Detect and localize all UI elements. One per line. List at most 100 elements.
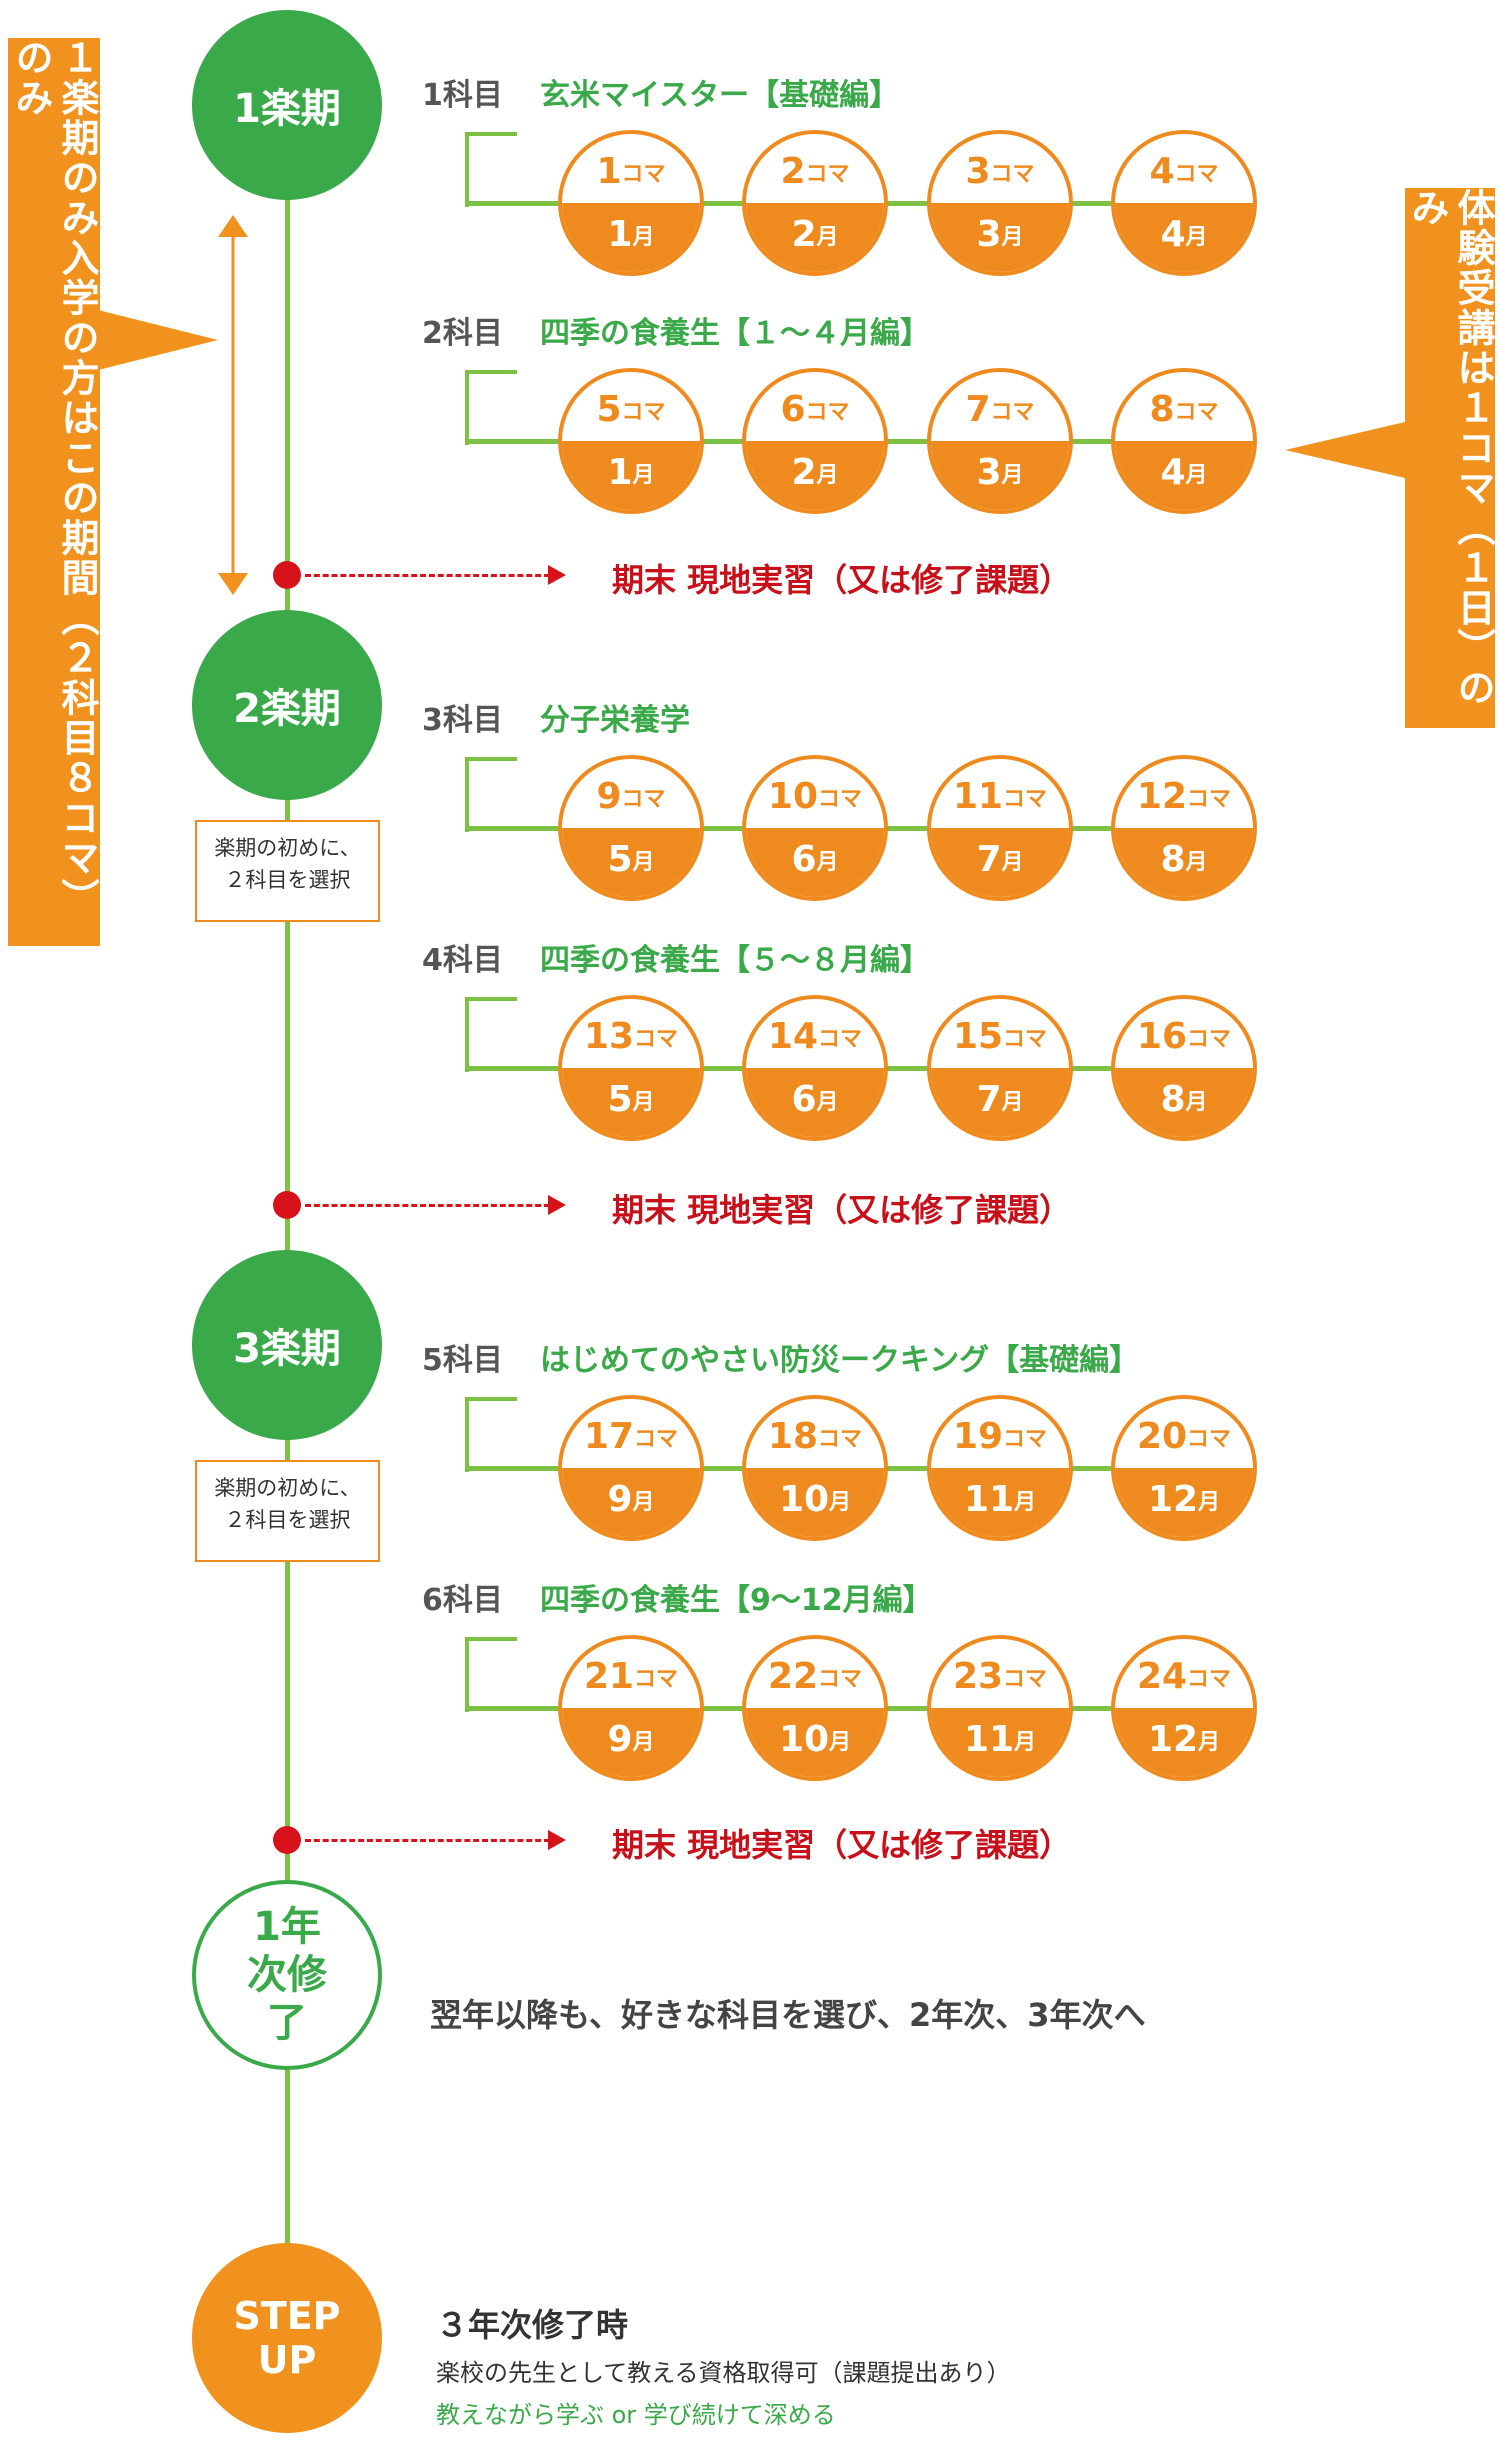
term-circle: 3楽期 (192, 1250, 382, 1440)
koma-number: 20 (1136, 1416, 1188, 1457)
month-suffix: 月 (632, 1489, 655, 1515)
koma-suffix: コマ (1187, 786, 1232, 812)
subject-bracket (465, 757, 517, 832)
koma-number: 19 (952, 1416, 1004, 1457)
koma-suffix: コマ (1003, 1026, 1048, 1052)
month-suffix: 月 (1001, 462, 1024, 488)
completion-label: 1年次修了 (247, 1904, 327, 2046)
term-label: 1楽期 (233, 86, 341, 132)
month-suffix: 月 (632, 1089, 655, 1115)
subject-number: 1科目 (422, 78, 503, 113)
month-number: 3 (976, 214, 1002, 255)
term-end-dash (305, 1204, 550, 1207)
month-suffix: 月 (1185, 224, 1208, 250)
month-number: 4 (1160, 214, 1186, 255)
koma-number: 16 (1136, 1016, 1188, 1057)
month-suffix: 月 (1001, 1089, 1024, 1115)
subject-number: 4科目 (422, 943, 503, 978)
month-suffix: 月 (829, 1489, 852, 1515)
koma-suffix: コマ (1003, 786, 1048, 812)
koma-suffix: コマ (1174, 399, 1219, 425)
month-number: 2 (791, 214, 817, 255)
right-banner: 体験受講は１コマ（１日）のみ (1405, 188, 1495, 728)
month-suffix: 月 (632, 224, 655, 250)
month-suffix: 月 (1185, 462, 1208, 488)
month-number: 1 (607, 214, 633, 255)
subject-bracket (465, 1397, 517, 1472)
month-number: 8 (1160, 1079, 1186, 1120)
subject-bracket (465, 1637, 517, 1712)
subject-number: 5科目 (422, 1343, 503, 1378)
term-circle: 2楽期 (192, 610, 382, 800)
month-number: 2 (791, 452, 817, 493)
month-suffix: 月 (1185, 849, 1208, 875)
month-number: 5 (607, 1079, 633, 1120)
term-end-text: 期末 現地実習（又は修了課題） (612, 1191, 1072, 1229)
koma-number: 10 (767, 776, 819, 817)
term-end-dot (273, 1191, 301, 1219)
koma-suffix: コマ (1187, 1666, 1232, 1692)
term-end-dot (273, 1826, 301, 1854)
month-number: 10 (778, 1479, 830, 1520)
koma-number: 3 (965, 151, 991, 192)
koma-suffix: コマ (818, 786, 863, 812)
month-number: 9 (607, 1479, 633, 1520)
koma-number: 9 (596, 776, 622, 817)
subject-number: 3科目 (422, 703, 503, 738)
subject-title: 分子栄養学 (540, 703, 690, 738)
month-suffix: 月 (632, 462, 655, 488)
koma-suffix: コマ (818, 1666, 863, 1692)
subject-number: 6科目 (422, 1583, 503, 1618)
month-suffix: 月 (632, 1729, 655, 1755)
month-number: 11 (963, 1479, 1015, 1520)
month-number: 12 (1147, 1479, 1199, 1520)
right-banner-pointer (1285, 422, 1405, 478)
koma-number: 8 (1149, 389, 1175, 430)
koma-number: 7 (965, 389, 991, 430)
month-suffix: 月 (829, 1729, 852, 1755)
month-number: 10 (778, 1719, 830, 1760)
term-note: 楽期の初めに、 ２科目を選択 (195, 1460, 380, 1562)
month-suffix: 月 (632, 849, 655, 875)
month-number: 5 (607, 839, 633, 880)
koma-suffix: コマ (1187, 1426, 1232, 1452)
month-suffix: 月 (816, 1089, 839, 1115)
month-number: 7 (976, 839, 1002, 880)
